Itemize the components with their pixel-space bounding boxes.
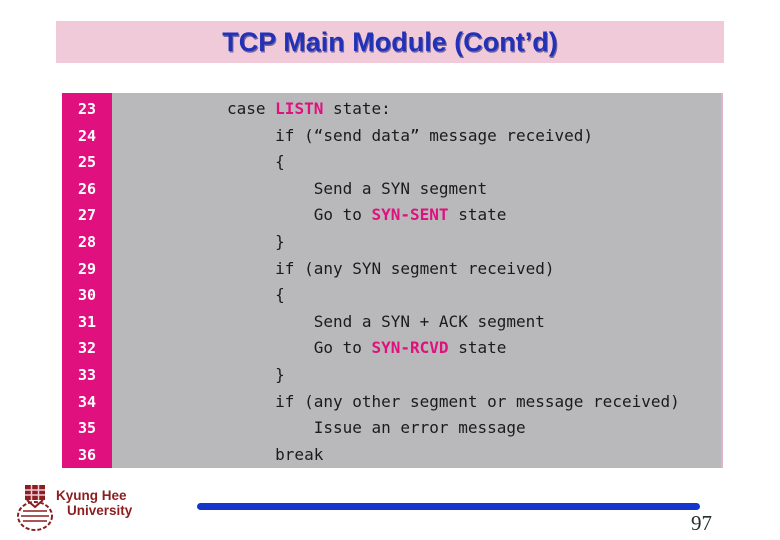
code-line: Send a SYN segment xyxy=(112,176,721,203)
line-number-column: 23 24 25 26 27 28 29 30 31 32 33 34 35 36 xyxy=(62,93,112,468)
code-text: if (“send data” message received) xyxy=(227,125,594,145)
line-number: 31 xyxy=(77,312,97,331)
code-text: Go to xyxy=(227,338,372,358)
university-name-line1: Kyung Hee xyxy=(56,488,127,503)
line-number: 33 xyxy=(77,365,97,384)
line-number: 25 xyxy=(77,153,97,172)
code-line: if (“send data” message received) xyxy=(112,123,721,150)
line-number: 35 xyxy=(77,419,97,438)
line-number: 23 xyxy=(77,100,97,118)
code-text: Issue an error message xyxy=(227,418,526,438)
code-text: Send a SYN + ACK segment xyxy=(227,311,545,331)
code-line: { xyxy=(112,149,721,176)
page-number: 97 xyxy=(691,511,712,535)
code-text: { xyxy=(227,285,285,305)
code-text: if (any SYN segment received) xyxy=(227,258,555,278)
code-line: case LISTN state: xyxy=(112,96,721,123)
code-text: Send a SYN segment xyxy=(227,178,488,198)
code-keyword: SYN-RCVD xyxy=(371,338,449,358)
code-line: { xyxy=(112,282,721,309)
code-line: } xyxy=(112,362,721,389)
code-line: Go to SYN-RCVD state xyxy=(112,335,721,362)
code-text: state xyxy=(448,205,507,225)
code-line: } xyxy=(112,229,721,256)
code-text: { xyxy=(227,152,285,172)
university-name-line2: University xyxy=(67,503,133,518)
code-line: break xyxy=(112,442,721,468)
university-name: Kyung Hee University xyxy=(56,488,132,518)
code-text: } xyxy=(227,231,285,251)
code-panel: 23 24 25 26 27 28 29 30 31 32 33 34 35 36 case LISTN … xyxy=(62,93,723,468)
slide-title: TCP Main Module (Cont’d) xyxy=(222,26,558,57)
line-number: 26 xyxy=(77,179,97,198)
line-number: 27 xyxy=(77,206,97,225)
line-number: 24 xyxy=(77,126,97,145)
code-text: state xyxy=(448,338,507,358)
code-keyword: LISTN xyxy=(275,99,324,118)
code-line: Send a SYN + ACK segment xyxy=(112,309,721,336)
code-text: if (any other segment or message receive… xyxy=(227,391,680,411)
code-line: Issue an error message xyxy=(112,415,721,442)
line-number: 36 xyxy=(77,445,97,464)
code-line: if (any SYN segment received) xyxy=(112,256,721,283)
line-number: 32 xyxy=(77,339,97,358)
code-text: state: xyxy=(323,99,391,118)
line-number: 28 xyxy=(77,232,97,251)
code-area: case LISTN state: if (“send data” messag… xyxy=(112,93,723,468)
line-number: 29 xyxy=(77,259,97,278)
code-text: case xyxy=(227,99,276,118)
code-text: break xyxy=(227,444,324,464)
footer-accent-line xyxy=(197,503,700,510)
code-text: } xyxy=(227,364,285,384)
code-line: if (any other segment or message receive… xyxy=(112,389,721,416)
university-crest-icon xyxy=(13,483,57,535)
code-text: Go to xyxy=(227,205,372,225)
line-number: 34 xyxy=(77,392,97,411)
code-line: Go to SYN-SENT state xyxy=(112,202,721,229)
line-number: 30 xyxy=(77,286,97,305)
title-banner: TCP Main Module (Cont’d) xyxy=(56,21,724,63)
code-keyword: SYN-SENT xyxy=(371,205,449,225)
